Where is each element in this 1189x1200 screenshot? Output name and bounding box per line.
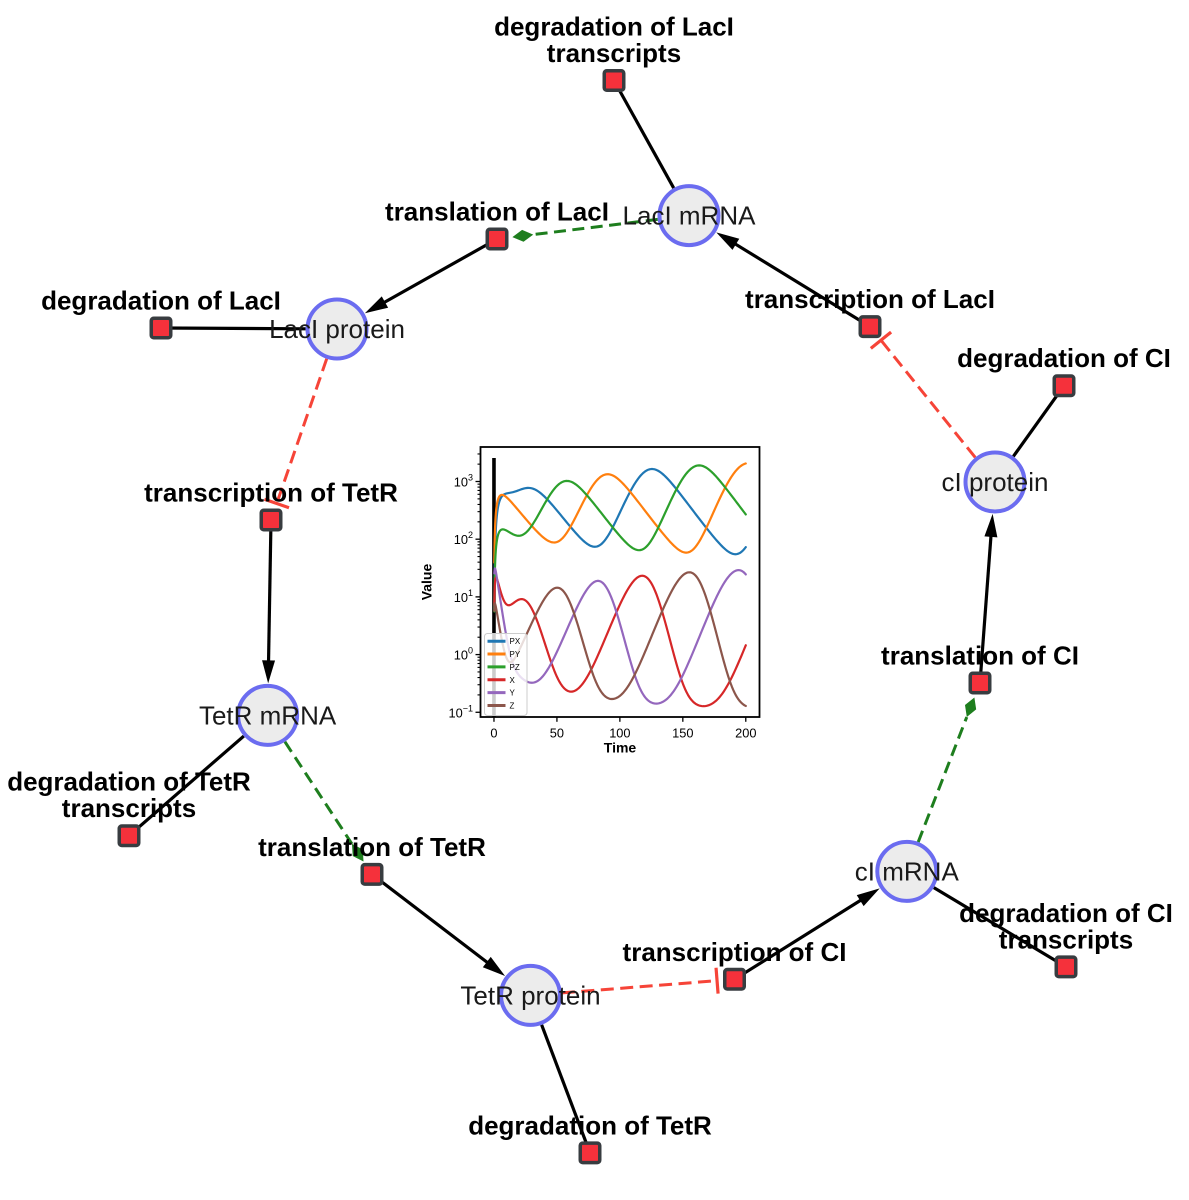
chart-legend-label-Z: Z [510, 701, 515, 710]
edge-inhibitor-tetr-protein--transcription-ci [561, 967, 720, 995]
species-label-tetr-mrna: TetR mRNA [199, 700, 337, 730]
edge-inhibitor-ci-protein--transcription-laci [869, 330, 977, 459]
reaction-label-deg-ci-line1: degradation of CI [957, 343, 1171, 373]
chart-legend-label-PY: PY [510, 650, 521, 659]
chart-series-X [493, 574, 747, 708]
chart-series-Y [493, 567, 747, 705]
reaction-label-deg-laci-transcripts-line1: degradation of LacI [494, 12, 734, 42]
reaction-node-transcription-tetr[interactable] [259, 508, 283, 532]
edge-reactant-ci-protein--deg-ci [1012, 384, 1066, 458]
chart-yaxis-title: Value [419, 564, 435, 601]
chart-series-PZ [493, 464, 747, 613]
reaction-node-deg-ci[interactable] [1052, 374, 1076, 398]
species-node-laci-mrna[interactable] [657, 184, 721, 248]
edge-product-transcription-ci--ci-mrna [733, 888, 880, 981]
reaction-label-deg-ci-transcripts-line2: transcripts [999, 924, 1133, 954]
network-nodes-layer [117, 69, 1078, 1165]
reaction-label-translation-ci-line1: translation of CI [881, 641, 1079, 671]
edge-product-transcription-laci--laci-mrna [716, 232, 871, 328]
reaction-label-deg-tetr-transcripts-line1: degradation of TetR [7, 767, 251, 797]
edge-reactant-laci-protein--deg-laci [160, 326, 306, 331]
reaction-node-deg-laci[interactable] [149, 316, 173, 340]
reaction-node-translation-tetr[interactable] [360, 862, 384, 886]
edge-modifier-laci-mrna--translation-laci [512, 217, 658, 242]
edge-product-translation-ci--ci-protein [978, 513, 998, 684]
reaction-label-transcription-tetr-line1: transcription of TetR [144, 478, 398, 508]
edge-modifier-ci-mrna--translation-ci [916, 697, 977, 843]
species-node-ci-mrna[interactable] [875, 839, 939, 903]
edge-reactant-tetr-protein--deg-tetr [540, 1024, 592, 1154]
chart-xtick-label-50: 50 [550, 726, 564, 741]
reaction-node-translation-ci[interactable] [968, 671, 992, 695]
chart-ytick-label-1: 100 [454, 646, 473, 663]
species-node-ci-protein[interactable] [963, 450, 1027, 514]
edge-modifier-tetr-mrna--translation-tetr [283, 740, 364, 862]
reaction-label-deg-laci-line1: degradation of LacI [41, 286, 281, 316]
reaction-label-deg-ci-transcripts-line1: degradation of CI [959, 898, 1173, 928]
species-label-tetr-protein: TetR protein [460, 980, 600, 1010]
reaction-node-translation-laci[interactable] [485, 227, 509, 251]
reaction-node-transcription-ci[interactable] [723, 967, 746, 991]
chart-series-PY [493, 462, 747, 564]
chart-xtick-label-200: 200 [735, 726, 756, 741]
edge-reactant-ci-mrna--deg-ci-transcripts [932, 886, 1067, 969]
chart-series-Z [493, 571, 747, 708]
network-labels-layer: degradation of LacItranscriptstranslatio… [7, 12, 1173, 1141]
chart-xtick-label-100: 100 [609, 726, 630, 741]
species-label-ci-mrna: cI mRNA [855, 856, 960, 886]
chart-xaxis-title: Time [604, 740, 637, 756]
reaction-label-translation-laci-line1: translation of LacI [385, 197, 609, 227]
edge-inhibitor-laci-protein--transcription-tetr [263, 358, 329, 510]
reaction-node-deg-tetr[interactable] [578, 1141, 602, 1165]
chart-legend-label-PX: PX [510, 637, 521, 646]
chart-ytick-label-100: 102 [454, 530, 473, 547]
chart-plot-area [492, 457, 747, 717]
edge-product-translation-tetr--tetr-protein [371, 873, 506, 976]
reaction-label-deg-laci-transcripts-line2: transcripts [547, 38, 681, 68]
chart-legend-label-X: X [510, 676, 516, 685]
edge-reactant-laci-mrna--deg-laci-transcripts [612, 79, 676, 189]
species-label-ci-protein: cI protein [942, 467, 1049, 497]
chart-ytick-label-10: 101 [454, 588, 473, 605]
reaction-label-transcription-ci-line1: transcription of CI [623, 937, 847, 967]
species-label-laci-protein: LacI protein [269, 314, 405, 344]
reaction-node-deg-laci-transcripts[interactable] [602, 69, 626, 92]
reaction-edges-layer [127, 79, 1067, 1154]
reaction-label-deg-tetr-line1: degradation of TetR [468, 1110, 712, 1140]
species-node-tetr-mrna[interactable] [236, 683, 300, 747]
species-label-laci-mrna: LacI mRNA [623, 201, 757, 231]
chart-xtick-label-150: 150 [672, 726, 693, 741]
species-node-laci-protein[interactable] [305, 297, 369, 361]
chart-ytick-label-0.1: 10−1 [449, 703, 474, 720]
reaction-node-deg-tetr-transcripts[interactable] [117, 824, 141, 848]
reaction-node-deg-ci-transcripts[interactable] [1054, 955, 1078, 979]
chart-legend-label-PZ: PZ [510, 663, 520, 672]
reaction-label-deg-tetr-transcripts-line2: transcripts [62, 793, 196, 823]
chart-legend: PX PY PZ XYZ [484, 633, 528, 716]
chart-legend-box [484, 633, 528, 716]
chart-legend-label-Y: Y [510, 689, 516, 698]
reaction-node-transcription-laci[interactable] [858, 315, 882, 339]
edge-product-transcription-tetr--tetr-mrna [262, 519, 276, 684]
chart-ytick-label-1000: 103 [454, 473, 473, 490]
chart-xtick-label-0: 0 [490, 726, 497, 741]
reaction-label-transcription-laci-line1: transcription of LacI [745, 284, 995, 314]
chart-series-PX [493, 467, 747, 610]
edge-product-translation-laci--laci-protein [364, 237, 498, 314]
edge-reactant-tetr-mrna--deg-tetr-transcripts [127, 734, 245, 837]
species-node-tetr-protein[interactable] [499, 963, 562, 1027]
reaction-label-translation-tetr-line1: translation of TetR [258, 832, 486, 862]
